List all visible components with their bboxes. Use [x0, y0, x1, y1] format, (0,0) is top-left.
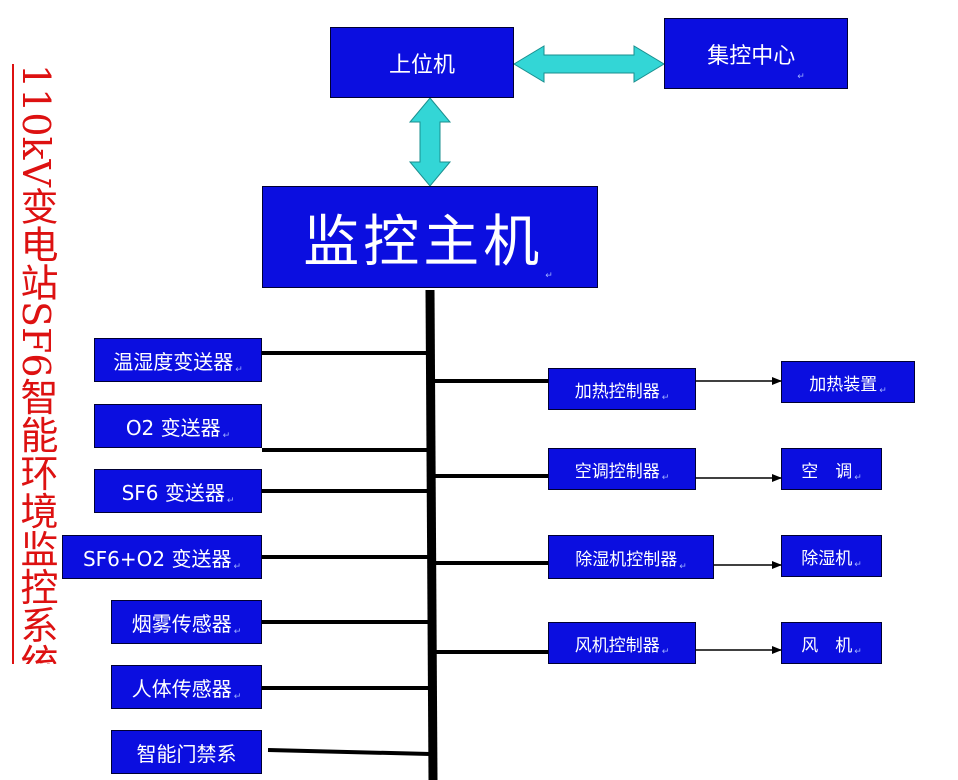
para-mark: ↵ — [545, 271, 557, 281]
para-mark: ↵ — [879, 386, 887, 396]
para-mark: ↵ — [661, 393, 670, 403]
fan-label: 风 机 — [801, 635, 853, 656]
dehumidifier-label: 除湿机 — [801, 548, 853, 569]
o2-box: O2 变送器 ↵ — [94, 404, 262, 448]
diagram-title: 110kV变电站SF6智能环境监控系统 — [12, 64, 58, 664]
branch-line-door — [267, 748, 431, 756]
access-control-label: 智能门禁系 — [136, 741, 237, 766]
heater-label: 加热装置 — [809, 374, 878, 395]
para-mark: ↵ — [854, 647, 862, 657]
sf6-label: SF6 变送器 — [121, 480, 225, 505]
para-mark: ↵ — [226, 496, 235, 506]
temp-humidity-box: 温湿度变送器 ↵ — [94, 338, 262, 382]
fan-controller-label: 风机控制器 — [574, 635, 660, 656]
sf6-o2-label: SF6+O2 变送器 — [82, 546, 232, 571]
dehumidifier-controller-box: 除湿机控制器 ↵ — [548, 535, 714, 579]
double-arrow-vertical — [408, 97, 452, 187]
para-mark: ↵ — [233, 562, 242, 572]
para-mark: ↵ — [235, 365, 243, 375]
para-mark: ↵ — [797, 72, 805, 82]
human-sensor-label: 人体传感器 — [131, 676, 232, 701]
ac-box: 空 调 ↵ — [781, 448, 882, 490]
heat-controller-label: 加热控制器 — [574, 381, 660, 402]
temp-humidity-label: 温湿度变送器 — [113, 349, 234, 374]
ac-controller-label: 空调控制器 — [574, 461, 660, 482]
double-arrow-horizontal — [513, 45, 665, 83]
para-mark: ↵ — [854, 473, 862, 483]
monitor-host-label: 监控主机 — [303, 209, 544, 275]
o2-label: O2 变送器 — [125, 415, 221, 440]
sf6-box: SF6 变送器 ↵ — [94, 469, 262, 513]
dehumidifier-box: 除湿机 ↵ — [781, 535, 882, 577]
para-mark: ↵ — [661, 473, 670, 483]
fan-controller-box: 风机控制器 ↵ — [548, 622, 696, 664]
control-center-label: 集控中心 — [707, 43, 796, 69]
fan-box: 风 机 ↵ — [781, 622, 882, 664]
sf6-o2-box: SF6+O2 变送器 ↵ — [62, 535, 262, 579]
para-mark: ↵ — [233, 627, 242, 637]
control-center-box: 集控中心 ↵ — [664, 18, 848, 89]
smoke-sensor-box: 烟雾传感器 ↵ — [111, 600, 262, 644]
main-bus-line — [425, 289, 438, 780]
para-mark: ↵ — [854, 560, 862, 570]
smoke-sensor-label: 烟雾传感器 — [131, 611, 232, 636]
heat-controller-box: 加热控制器 ↵ — [548, 368, 696, 410]
para-mark: ↵ — [222, 431, 231, 441]
para-mark: ↵ — [679, 562, 687, 572]
monitor-host-box: 监控主机 ↵ — [262, 186, 598, 288]
para-mark: ↵ — [661, 647, 670, 657]
human-sensor-box: 人体传感器 ↵ — [111, 665, 262, 709]
para-mark: ↵ — [233, 692, 242, 702]
heater-box: 加热装置 ↵ — [781, 361, 915, 403]
ac-controller-box: 空调控制器 ↵ — [548, 448, 696, 490]
host-pc-box: 上位机 — [330, 27, 514, 98]
ac-label: 空 调 — [801, 461, 853, 482]
dehumidifier-controller-label: 除湿机控制器 — [575, 549, 678, 570]
host-pc-label: 上位机 — [388, 52, 455, 78]
access-control-box: 智能门禁系 — [111, 730, 262, 774]
